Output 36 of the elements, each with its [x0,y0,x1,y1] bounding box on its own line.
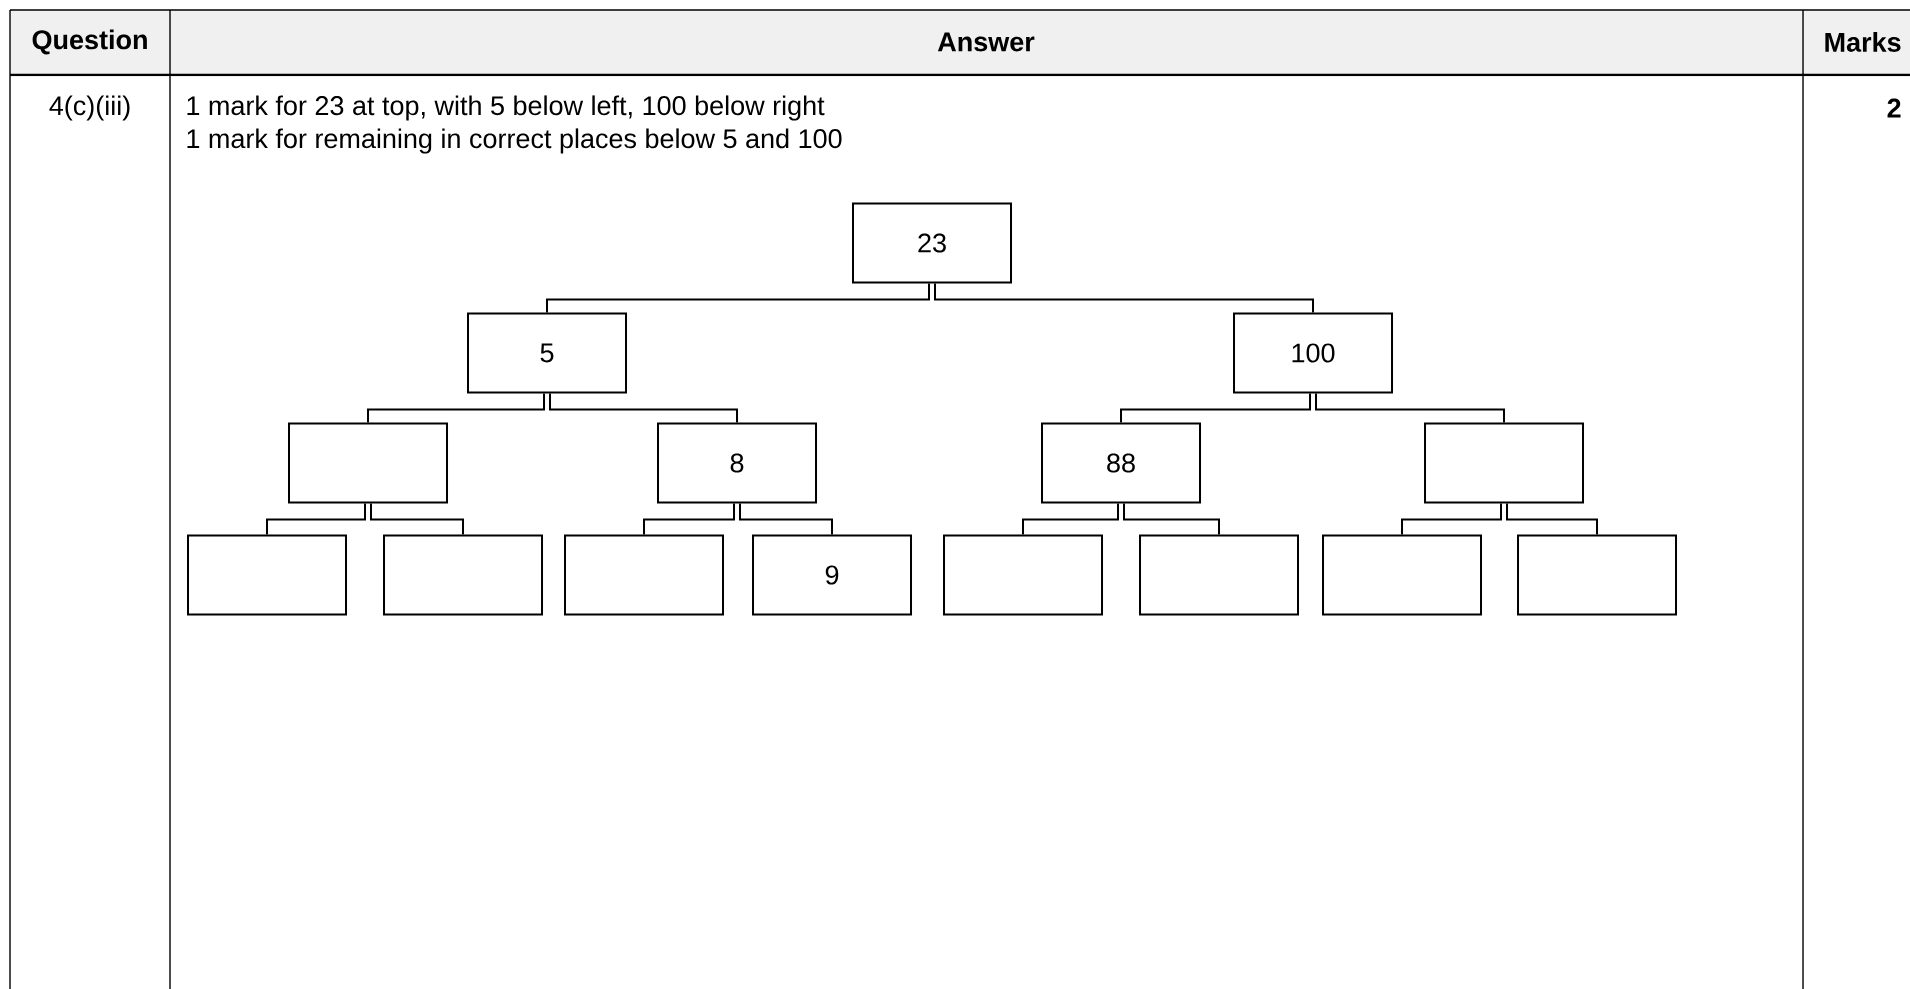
connector [370,502,464,536]
connector [1506,502,1598,536]
connector [1022,502,1119,536]
tree-box: 5 [467,312,627,394]
connector [1401,502,1502,536]
connector [546,282,930,314]
tree-box: 8 [657,422,817,504]
column-header: Marks [1825,32,1901,52]
empty-box [564,534,724,616]
connector [549,392,738,424]
connector [367,392,545,424]
empty-box [1322,534,1482,616]
column-header: Answer [937,32,1035,52]
empty-box [288,422,448,504]
question-number: 4(c)(iii) [49,95,130,121]
empty-box [383,534,543,616]
connector [1120,392,1311,424]
connector [266,502,366,536]
answer-text: 1 mark for 23 at top, with 5 below left, 100 below right [187,95,825,121]
connector [643,502,735,536]
connector [1123,502,1220,536]
tree-box: 23 [852,202,1012,284]
empty-box [1139,534,1299,616]
tree-box: 9 [752,534,912,616]
tree-box: 100 [1233,312,1393,394]
empty-box [1517,534,1677,616]
marks-value: 2 [1887,98,1901,118]
empty-box [187,534,347,616]
connector [1315,392,1505,424]
connector [934,282,1314,314]
tree-box: 88 [1041,422,1201,504]
answer-text: 1 mark for remaining in correct places below 5 and 100 [187,128,842,154]
connector [739,502,833,536]
column-header: Question [32,29,147,55]
empty-box [943,534,1103,616]
empty-box [1424,422,1584,504]
